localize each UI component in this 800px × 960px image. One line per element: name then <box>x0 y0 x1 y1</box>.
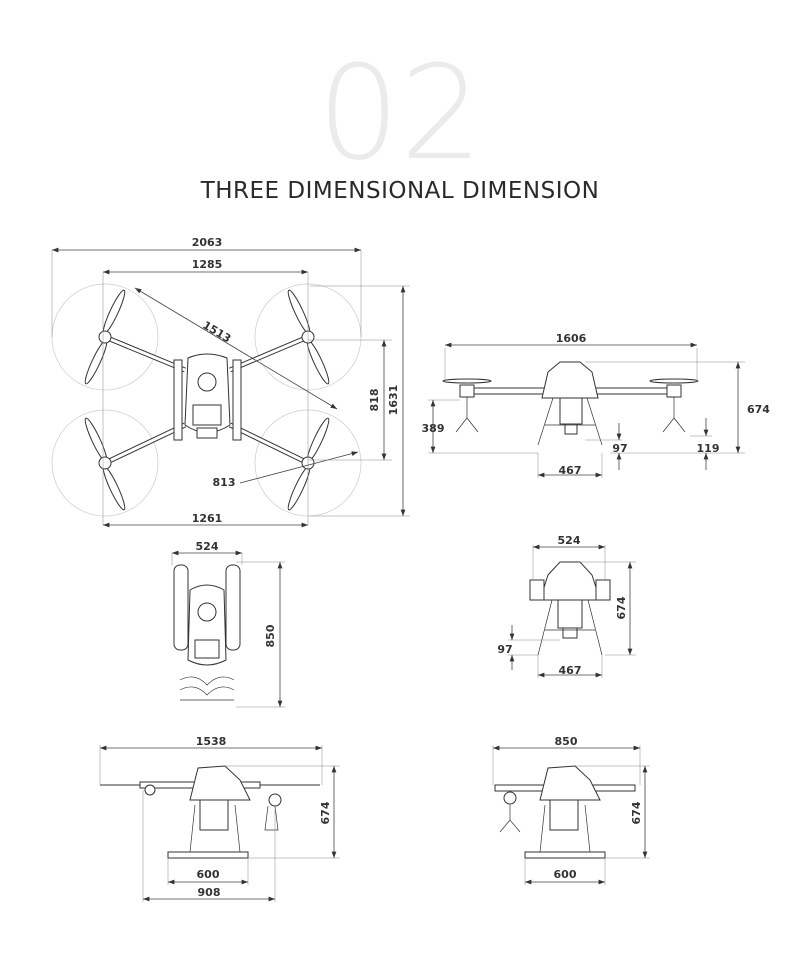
dim-nozzle-clearance: 119 <box>697 442 720 455</box>
dim-folded-leg-spacing: 467 <box>559 664 582 677</box>
folded-top-view: 524 850 <box>171 540 285 708</box>
dim-folded-skid-length: 600 <box>554 868 577 881</box>
dim-front-leg-spacing: 467 <box>559 464 582 477</box>
dim-side-width: 1538 <box>196 735 227 748</box>
dim-folded-ground-clearance: 97 <box>497 643 512 656</box>
dim-front-width: 1606 <box>556 332 587 345</box>
dim-side-height: 674 <box>319 801 332 824</box>
dim-folded-length: 850 <box>264 624 277 647</box>
dim-diagonal: 1513 <box>200 319 233 346</box>
dim-folded-width: 524 <box>196 540 219 553</box>
folded-front-view: 524 674 97 467 <box>497 534 636 678</box>
dim-arm-height: 389 <box>422 422 445 435</box>
top-view: 2063 1285 1513 813 1261 818 1631 <box>51 236 410 528</box>
dim-motor-span-top: 1285 <box>192 258 223 271</box>
side-view: 1538 674 600 908 <box>99 735 340 902</box>
section-number: 02 <box>317 37 482 189</box>
dim-ground-clearance: 97 <box>612 442 627 455</box>
dim-folded-front-width: 524 <box>558 534 581 547</box>
page-title: THREE DIMENSIONAL DIMENSION <box>200 178 600 204</box>
dim-motor-span-bottom: 1261 <box>192 512 223 525</box>
folded-side-view: 850 674 600 <box>492 735 650 885</box>
front-view: 1606 674 389 467 97 119 <box>422 332 770 478</box>
dim-folded-front-height: 674 <box>615 596 628 619</box>
dim-front-height: 674 <box>747 403 770 416</box>
dim-overall-width: 2063 <box>192 236 223 249</box>
dim-motor-span-vertical: 818 <box>368 389 381 412</box>
dim-skid-length: 600 <box>197 868 220 881</box>
dim-base-length: 908 <box>198 886 221 899</box>
dim-folded-side-width: 850 <box>555 735 578 748</box>
dim-folded-side-height: 674 <box>630 801 643 824</box>
dim-prop-radius: 813 <box>213 476 236 489</box>
dim-overall-length: 1631 <box>387 385 400 416</box>
